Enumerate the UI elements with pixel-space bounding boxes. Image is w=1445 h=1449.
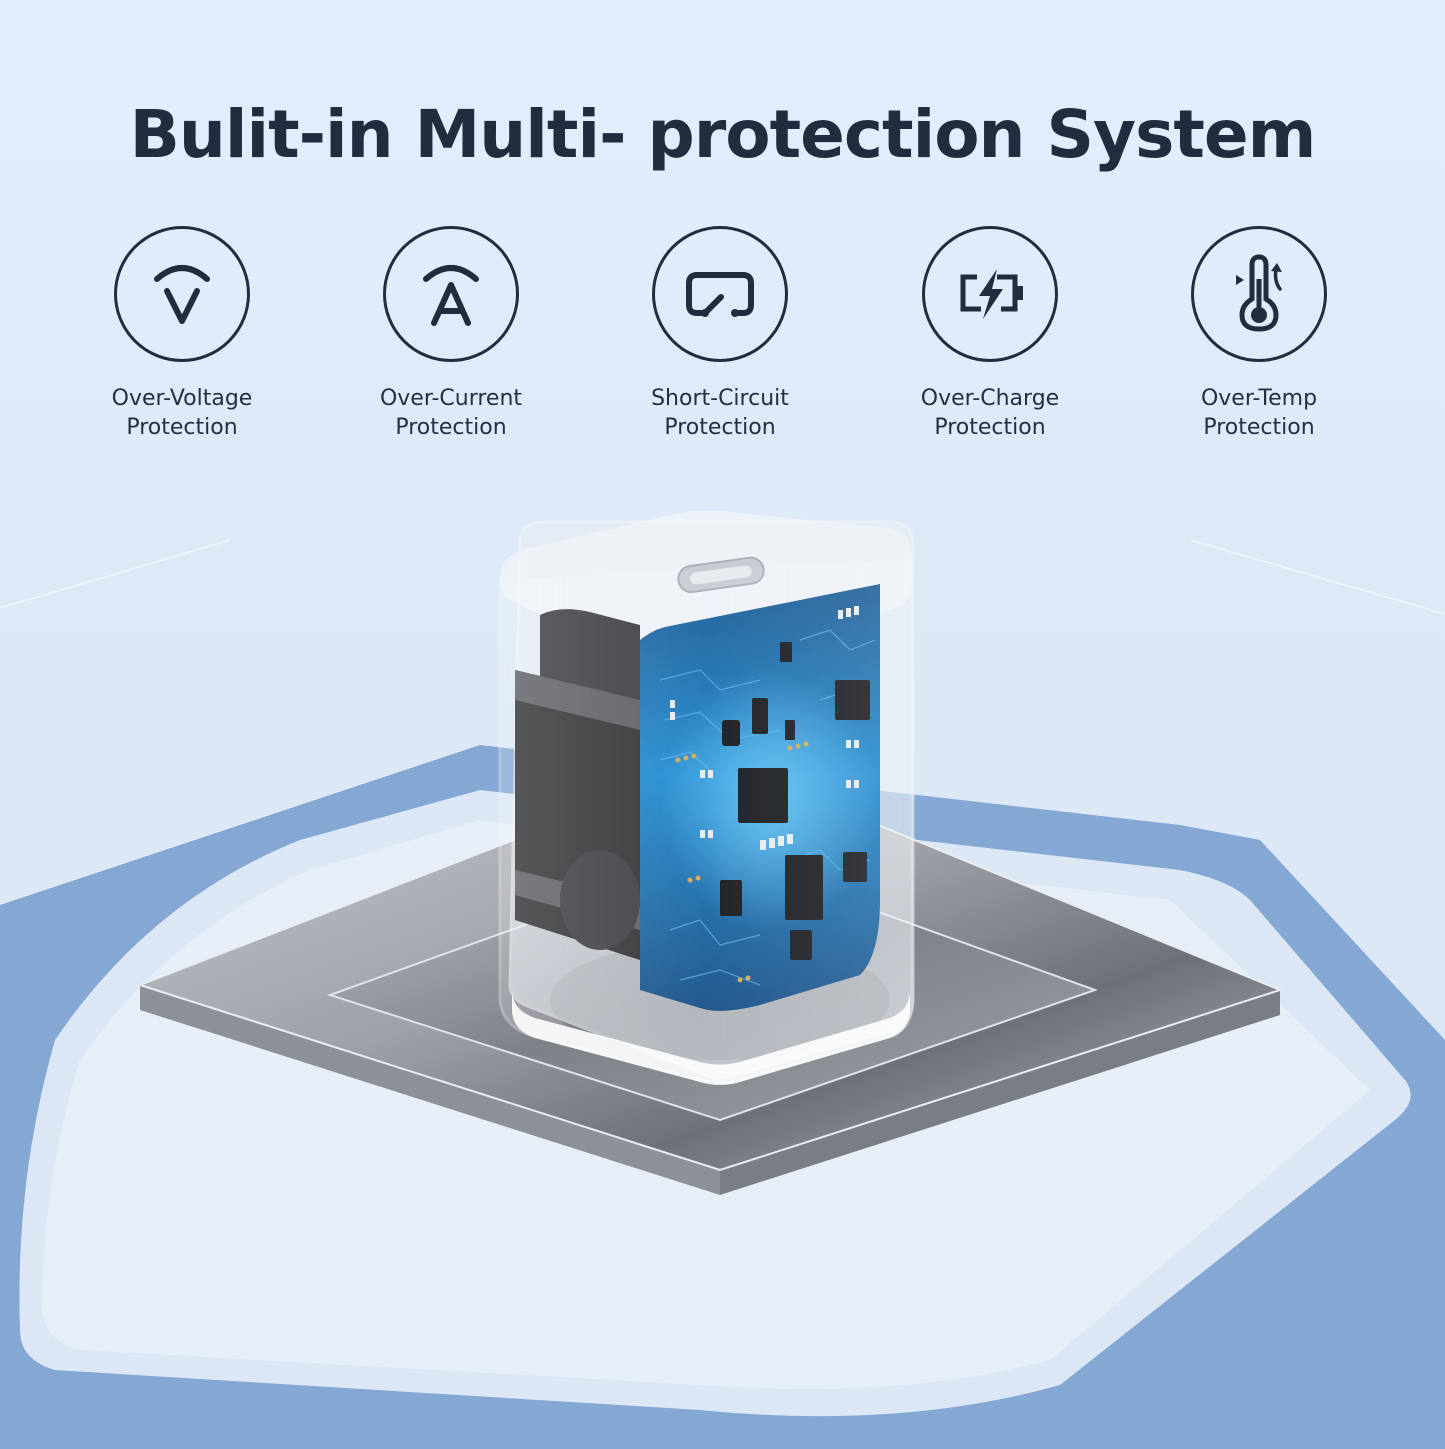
feature-title: Over-Temp: [1200, 386, 1318, 411]
icon-ring: [1191, 226, 1327, 362]
feature-title: Short-Circuit: [651, 386, 789, 411]
protection-features-list: Over-Voltage Protection Over-Current Pro…: [0, 226, 1445, 456]
feature-over-current: Over-Current Protection: [331, 226, 571, 442]
feature-title: Over-Voltage: [111, 386, 253, 411]
feature-title: Over-Current: [379, 386, 523, 411]
feature-label: Over-Temp Protection: [1139, 384, 1379, 442]
feature-label: Over-Charge Protection: [870, 384, 1110, 442]
feature-label: Over-Current Protection: [331, 384, 571, 442]
page-title: Bulit-in Multi- protection System: [129, 96, 1317, 173]
short-circuit-icon: [686, 272, 754, 317]
feature-short-circuit: Short-Circuit Protection: [600, 226, 840, 442]
feature-subtitle: Protection: [664, 415, 776, 440]
feature-subtitle: Protection: [1203, 415, 1315, 440]
feature-over-temp: Over-Temp Protection: [1139, 226, 1379, 442]
feature-label: Over-Voltage Protection: [62, 384, 302, 442]
icon-ring: [922, 226, 1058, 362]
feature-label: Short-Circuit Protection: [600, 384, 840, 442]
icon-ring: [114, 226, 250, 362]
feature-subtitle: Protection: [395, 415, 507, 440]
icon-ring: [652, 226, 788, 362]
feature-subtitle: Protection: [934, 415, 1046, 440]
thermometer-icon: [1236, 254, 1282, 332]
icon-ring: [383, 226, 519, 362]
current-gauge-icon: [423, 265, 479, 326]
battery-charge-icon: [960, 269, 1023, 319]
voltage-gauge-icon: [154, 265, 210, 324]
feature-over-voltage: Over-Voltage Protection: [62, 226, 302, 442]
feature-over-charge: Over-Charge Protection: [870, 226, 1110, 442]
feature-title: Over-Charge: [920, 386, 1060, 411]
feature-subtitle: Protection: [126, 415, 238, 440]
